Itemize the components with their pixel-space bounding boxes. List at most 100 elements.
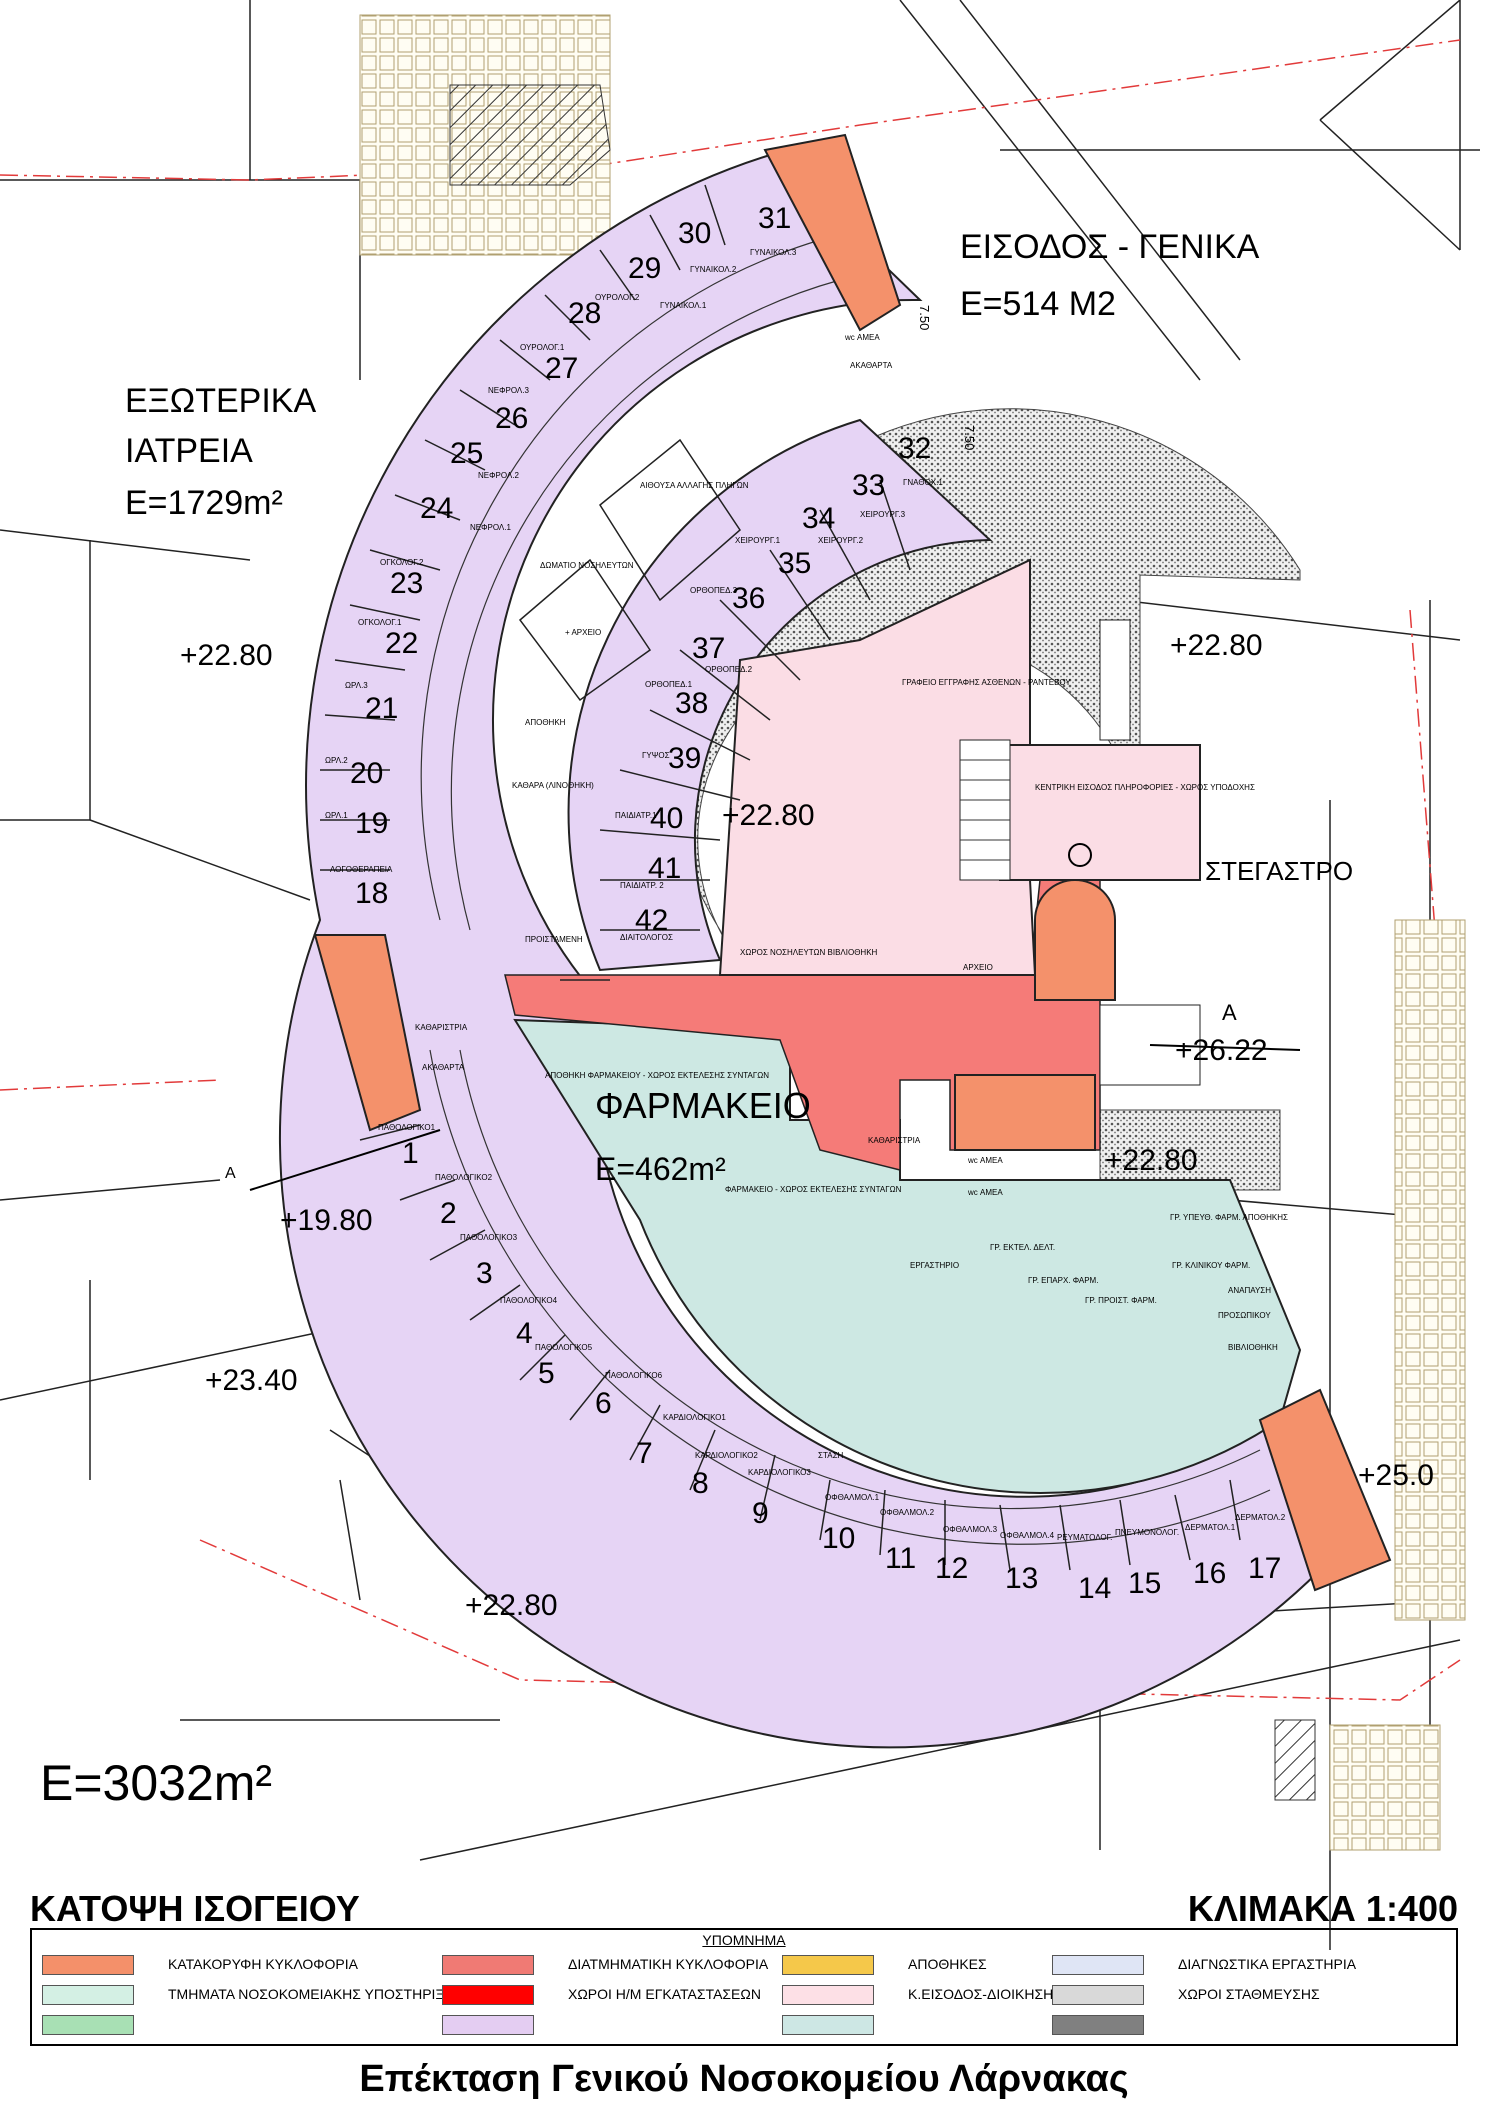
title-bar: ΚΑΤΟΨΗ ΙΣΟΓΕΙΟΥ ΚΛΙΜΑΚΑ 1:400 bbox=[30, 1888, 1458, 1929]
room-number: 28 bbox=[568, 297, 601, 330]
legend-header: ΥΠΟΜΝΗΜΑ bbox=[702, 1932, 786, 1948]
legend-swatch bbox=[782, 1955, 874, 1975]
plan-text: ΕΙΣΟΔΟΣ - ΓΕΝΙΚΑ E=514 M2 ΕΞΩΤΕΡΙΚΑ ΙΑΤΡ… bbox=[40, 228, 1434, 1811]
legend-swatch bbox=[42, 2015, 134, 2035]
room-label: ΑΠΟΘΗΚΗ ΦΑΡΜΑΚΕΙΟΥ - ΧΩΡΟΣ ΕΚΤΕΛΕΣΗΣ ΣΥΝ… bbox=[545, 1071, 769, 1080]
hatched-area-bottom bbox=[1274, 1719, 1316, 1801]
staircase-rect bbox=[959, 739, 1011, 881]
room-label: ΛΟΓΟΘΕΡΑΠΕΙΑ bbox=[330, 865, 393, 874]
room-label: ΟΥΡΟΛΟΓ.2 bbox=[595, 293, 640, 302]
legend-swatch bbox=[442, 1985, 534, 2005]
room-label: ΔΙΑΙΤΟΛΟΓΟΣ bbox=[620, 933, 673, 942]
room-number: 7 bbox=[636, 1437, 653, 1470]
room-label: ΝΕΦΡΟΛ.3 bbox=[488, 386, 529, 395]
room-label: ΟΡΘΟΠΕΔ.2 bbox=[705, 665, 753, 674]
room-number: 2 bbox=[440, 1197, 457, 1230]
room-label: ΠΡΟΣΩΠΙΚΟΥ bbox=[1218, 1311, 1271, 1320]
room-label: ΟΥΡΟΛΟΓ.1 bbox=[520, 343, 565, 352]
waiting-room-outline bbox=[599, 438, 741, 602]
room-label: ΓΥΨΟΣ bbox=[642, 751, 670, 760]
entrance-title: ΕΙΣΟΔΟΣ - ΓΕΝΙΚΑ bbox=[960, 228, 1260, 266]
room-number: 4 bbox=[516, 1317, 533, 1350]
section-marker-a1: A bbox=[225, 1165, 236, 1182]
room-label: ΓΡ. ΕΚΤΕΛ. ΔΕΛΤ. bbox=[990, 1243, 1055, 1252]
room-label: ΠΡΟΙΣΤΑΜΕΝΗ bbox=[525, 935, 583, 944]
room-label: ΠΑΘΟΛΟΓΙΚΟ4 bbox=[500, 1296, 558, 1305]
hatched-area-top bbox=[449, 84, 611, 186]
legend-swatch bbox=[1052, 1955, 1144, 1975]
elevation-3: +22.80 bbox=[722, 799, 815, 832]
room-number: 14 bbox=[1078, 1572, 1111, 1605]
room-number: 12 bbox=[935, 1552, 968, 1585]
room-number: 11 bbox=[885, 1542, 916, 1575]
room-label: ΟΦΘΑΛΜΟΛ.4 bbox=[1000, 1531, 1055, 1540]
room-label: ΠΑΘΟΛΟΓΙΚΟ6 bbox=[605, 1371, 663, 1380]
room-label: ΧΩΡΟΣ ΝΟΣΗΛΕΥΤΩΝ ΒΙΒΛΙΟΘΗΚΗ bbox=[740, 948, 878, 957]
room-label: ΓΥΝΑΙΚΟΛ.3 bbox=[750, 248, 797, 257]
elevation-4: +26.22 bbox=[1175, 1034, 1268, 1067]
clinics-ring bbox=[278, 153, 1322, 1749]
room-label: ΠΑΙΔΙΑΤΡ. 2 bbox=[620, 881, 664, 890]
legend-swatch bbox=[442, 2015, 534, 2035]
room-number: 40 bbox=[650, 802, 683, 835]
room-label: ΧΕΙΡΟΥΡΓ.3 bbox=[860, 510, 906, 519]
room-number: 3 bbox=[476, 1257, 493, 1290]
legend-label: ΚΑΤΑΚΟΡΥΦΗ ΚΥΚΛΟΦΟΡΙΑ bbox=[168, 1956, 358, 1972]
room-number: 10 bbox=[822, 1522, 855, 1555]
clinics-title-2: ΙΑΤΡΕΙΑ bbox=[125, 432, 253, 470]
room-label: ΓΡ. ΚΛΙΝΙΚΟΥ ΦΑΡΜ. bbox=[1172, 1261, 1250, 1270]
room-number: 25 bbox=[450, 437, 483, 470]
elevation-5: +22.80 bbox=[1105, 1144, 1198, 1177]
room-label: ΠΑΙΔΙΑΤΡ.1 bbox=[615, 811, 657, 820]
room-label: ΝΕΦΡΟΛ.2 bbox=[478, 471, 519, 480]
room-number: 35 bbox=[778, 547, 811, 580]
legend-swatch bbox=[782, 1985, 874, 2005]
admin-block bbox=[718, 558, 1037, 976]
room-label: ΒΙΒΛΙΟΘΗΚΗ bbox=[1228, 1343, 1278, 1352]
column-marker bbox=[1068, 843, 1092, 867]
staircase-steps bbox=[960, 759, 1010, 861]
room-number: 18 bbox=[355, 877, 388, 910]
room-label: ΚΕΝΤΡΙΚΗ ΕΙΣΟΔΟΣ ΠΛΗΡΟΦΟΡΙΕΣ - ΧΩΡΟΣ ΥΠΟ… bbox=[1035, 783, 1255, 792]
room-number: 24 bbox=[420, 492, 453, 525]
room-label: ΟΦΘΑΛΜΟΛ.2 bbox=[880, 1508, 935, 1517]
room-label: ΠΝΕΥΜΟΝΟΛΟΓ. bbox=[1115, 1528, 1179, 1537]
room-number: 1 bbox=[402, 1137, 419, 1170]
stair-core-bottom bbox=[1258, 1388, 1392, 1592]
corridor-lines bbox=[420, 239, 1271, 1545]
room-label: ΧΕΙΡΟΥΡΓ.1 bbox=[735, 536, 781, 545]
room-number: 26 bbox=[495, 402, 528, 435]
room-number: 27 bbox=[545, 352, 578, 385]
room-labels: ΠΑΘΟΛΟΓΙΚΟ1 ΠΑΘΟΛΟΓΙΚΟ2 ΠΑΘΟΛΟΓΙΚΟ3 ΠΑΘΟ… bbox=[325, 248, 1288, 1542]
room-label: ΟΓΚΟΛΟΓ.1 bbox=[358, 618, 402, 627]
room-number: 16 bbox=[1193, 1557, 1226, 1590]
room-label: ΟΓΚΟΛΟΓ.2 bbox=[380, 558, 424, 567]
legend-swatch bbox=[1052, 2015, 1144, 2035]
room-label: ΠΑΘΟΛΟΓΙΚΟ1 bbox=[378, 1123, 436, 1132]
elevation-2: +22.80 bbox=[1170, 629, 1263, 662]
pharmacy-area-text: E=462m² bbox=[595, 1151, 726, 1187]
room-label: ΑΠΟΘΗΚΗ bbox=[525, 718, 566, 727]
room-label: ΓΡΑΦΕΙΟ ΕΓΓΡΑΦΗΣ ΑΣΘΕΝΩΝ - ΡΑΝΤΕΒΟΥ bbox=[902, 678, 1071, 687]
room-label: ΡΕΥΜΑΤΟΛΟΓ. bbox=[1057, 1533, 1112, 1542]
legend: ΥΠΟΜΝΗΜΑ ΚΑΤΑΚΟΡΥΦΗ ΚΥΚΛΟΦΟΡΙΑ ΔΙΑΤΜΗΜΑΤΙ… bbox=[30, 1928, 1458, 2046]
plan-title: ΚΑΤΟΨΗ ΙΣΟΓΕΙΟΥ bbox=[30, 1888, 360, 1929]
room-number: 22 bbox=[385, 627, 418, 660]
room-label: ΓΥΝΑΙΚΟΛ.2 bbox=[690, 265, 737, 274]
stair-core-entry bbox=[1034, 879, 1116, 1001]
total-area: E=3032m² bbox=[40, 1755, 272, 1811]
stair-core-left bbox=[313, 934, 422, 1132]
entrance-area: E=514 M2 bbox=[960, 285, 1116, 323]
legend-label: ΔΙΑΤΜΗΜΑΤΙΚΗ ΚΥΚΛΟΦΟΡΙΑ bbox=[568, 1956, 769, 1972]
room-walls bbox=[320, 184, 1241, 1571]
room-label: wc ΑΜΕΑ bbox=[967, 1188, 1003, 1197]
room-number: 36 bbox=[732, 582, 765, 615]
legend-label: ΧΩΡΟΙ ΣΤΑΘΜΕΥΣΗΣ bbox=[1178, 1986, 1320, 2002]
room-number: 6 bbox=[595, 1387, 612, 1420]
room-number: 9 bbox=[752, 1497, 769, 1530]
clinics-title-1: ΕΞΩΤΕΡΙΚΑ bbox=[125, 382, 316, 420]
room-label: ΔΩΜΑΤΙΟ ΝΟΣΗΛΕΥΤΩΝ bbox=[540, 561, 634, 570]
legend-swatch bbox=[42, 1985, 134, 2005]
room-label: ΣΤΑΣΗ bbox=[818, 1451, 844, 1460]
legend-label: ΧΩΡΟΙ Η/Μ ΕΓΚΑΤΑΣΤΑΣΕΩΝ bbox=[568, 1986, 761, 2002]
